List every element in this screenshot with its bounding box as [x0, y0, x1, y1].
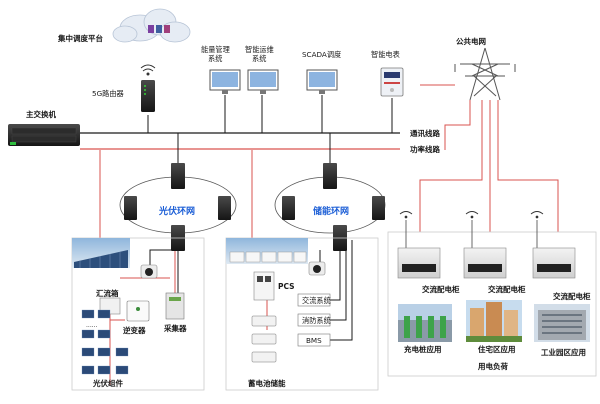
ems-label-line1: 能量管理 [201, 45, 230, 54]
load-group-label: 用电负荷 [478, 361, 508, 371]
residential-label: 住宅区应用 [478, 344, 516, 354]
storage-ring-label: 储能环网 [313, 205, 349, 217]
combiner-label: 汇流箱 [96, 288, 119, 298]
pv-module-array [81, 309, 129, 375]
pv-ring-label: 光伏环网 [158, 205, 195, 217]
storage-subsystem-boxes [297, 293, 331, 347]
modules-label: 光伏组件 [92, 378, 123, 388]
solar-farm-photo [72, 238, 130, 268]
om-label-line1: 智能运维 [245, 45, 274, 54]
monitor-icon-scada [306, 69, 338, 94]
ac-distribution-cabinet-icon [532, 247, 576, 279]
pv-area-panel [71, 237, 205, 391]
monitor-icon-om [247, 69, 279, 94]
ac-cabinet-label-1: 交流配电柜 [422, 284, 460, 294]
battery-label: 蓄电池储能 [248, 378, 286, 388]
ev-label: 充电桩应用 [404, 344, 442, 354]
camera-icon [140, 264, 158, 279]
monitor-icon-ems [209, 69, 241, 94]
fire-system-label: 消防系统 [302, 316, 331, 325]
inverter-icon [126, 300, 150, 322]
smart-meter-icon [380, 67, 404, 97]
grid-label: 公共电网 [456, 36, 486, 46]
collector-label: 采集器 [163, 323, 187, 333]
comm-line-label: 通讯线路 [410, 128, 440, 138]
ac-distribution-cabinet-icon [397, 247, 441, 279]
industrial-photo [534, 304, 590, 342]
transmission-tower-icon [454, 47, 516, 101]
battery-module-icon [251, 315, 277, 363]
router-label: 5G路由器 [92, 89, 124, 98]
wifi-icon [399, 211, 544, 219]
ev-charging-photo [398, 304, 452, 342]
power-line-label: 功率线路 [410, 144, 440, 154]
main-switch-icon [8, 124, 80, 146]
antenna-lines [405, 220, 538, 248]
cloud-label: 集中调度平台 [57, 33, 103, 43]
pcs-label: PCS [278, 282, 295, 291]
meter-label: 智能电表 [371, 50, 400, 59]
ring-switch-icon [124, 163, 231, 251]
cloud-icon [112, 8, 191, 43]
load-area-panel [387, 231, 597, 377]
bms-label: BMS [306, 336, 322, 345]
ems-label-line2: 系统 [208, 54, 222, 63]
switch-label: 主交换机 [26, 109, 56, 119]
scada-label: SCADA调度 [302, 50, 341, 59]
comm-lines [80, 95, 400, 341]
om-label-line2: 系统 [252, 54, 266, 63]
ac-cabinet-label-2: 交流配电柜 [488, 284, 526, 294]
camera-icon [308, 261, 326, 276]
ac-system-label: 交流系统 [302, 296, 331, 305]
battery-yard-photo [226, 238, 308, 264]
pcs-cabinet-icon [253, 271, 275, 301]
industrial-label: 工业园区应用 [541, 347, 586, 357]
residential-photo [466, 300, 522, 342]
pv-dots: ...... [86, 322, 98, 329]
collector-icon [165, 292, 185, 320]
ac-cabinet-label-3: 交流配电柜 [553, 291, 591, 301]
router-icon [141, 80, 155, 112]
wifi-icon [140, 64, 156, 76]
inverter-label: 逆变器 [123, 325, 146, 335]
ac-distribution-cabinet-icon [463, 247, 507, 279]
